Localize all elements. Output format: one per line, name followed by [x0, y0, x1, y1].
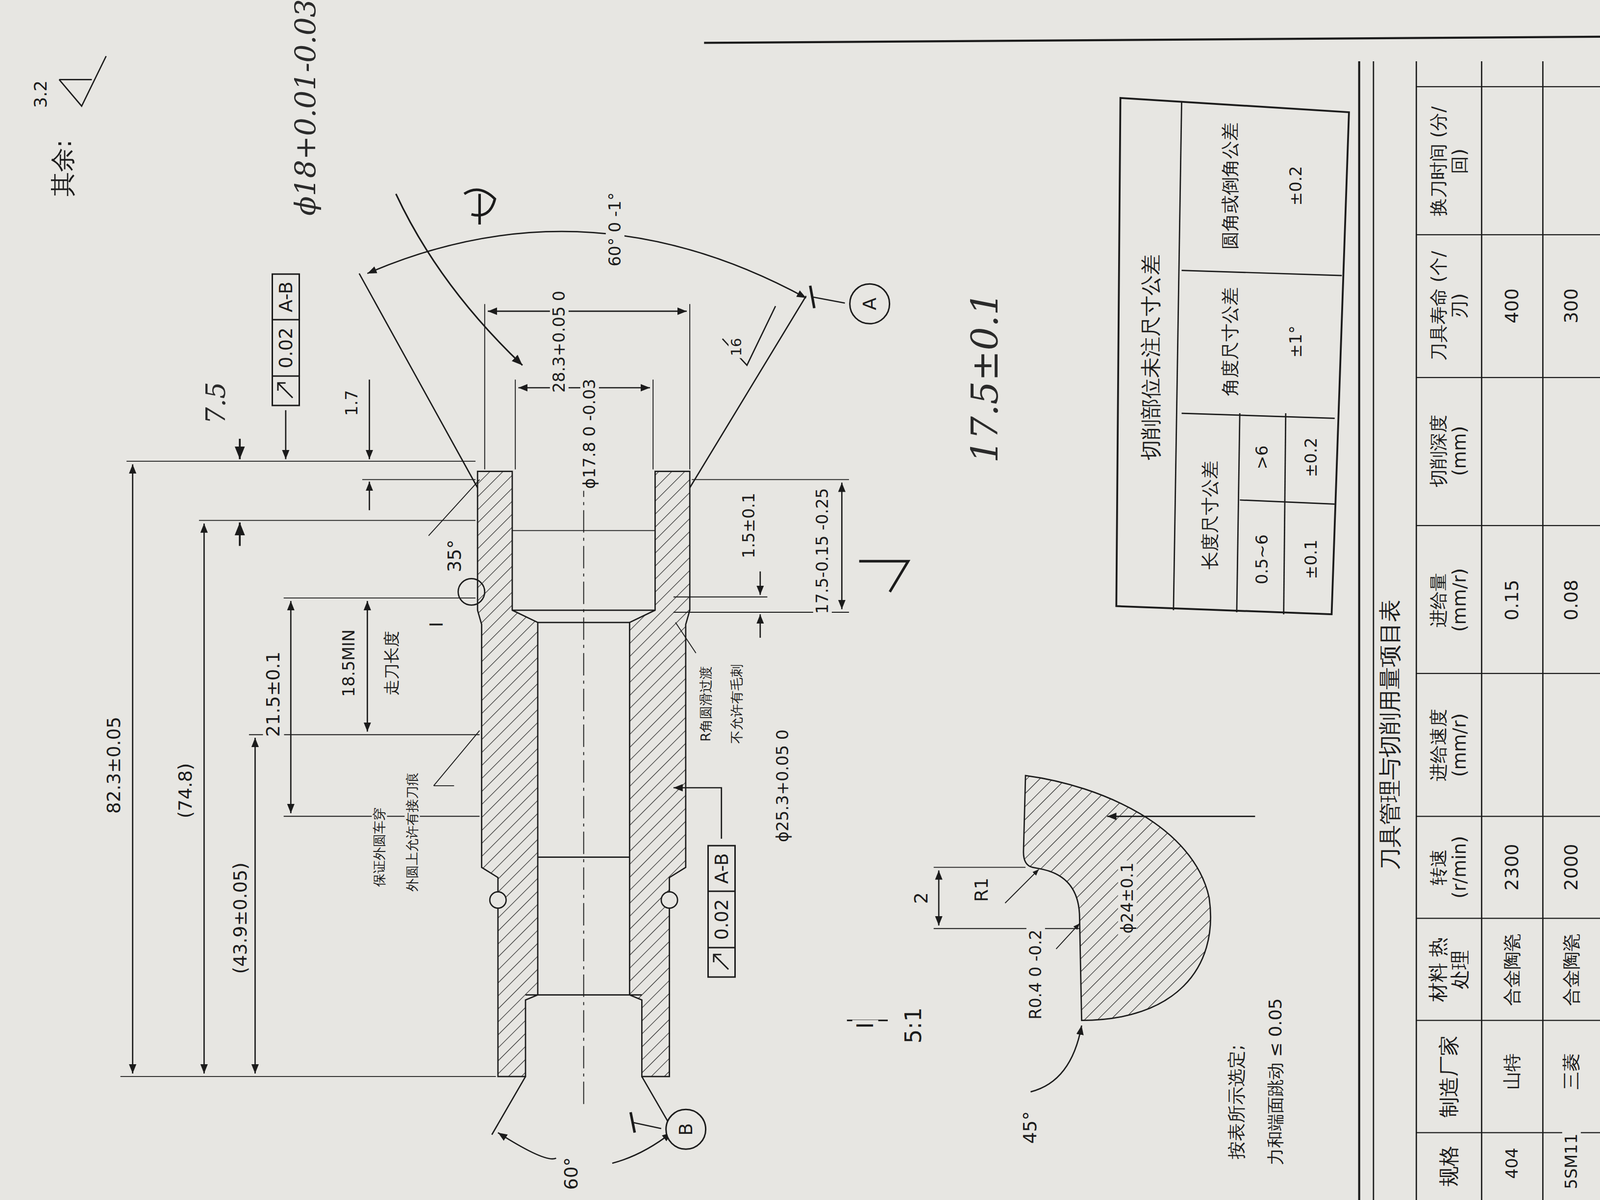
table-cell: 山特 [1501, 1051, 1523, 1092]
dimension-text: 45° [1020, 1109, 1042, 1146]
dimension-text: ϕ17.8 0 -0.03 [580, 376, 600, 491]
note-text: 外圆上允许有接刀痕 [404, 770, 420, 894]
table-cell: 合金陶瓷 [1560, 931, 1582, 1008]
table-cell: ±0.1 [1301, 537, 1321, 581]
note-text: 按表所示选定; [1225, 1042, 1248, 1162]
note-text: 其余: [49, 137, 77, 200]
table-header: 换刀时间 (分/回) [1427, 102, 1471, 220]
table-cell: 5SM11 [1562, 1131, 1581, 1191]
table-header: 圆角或倒角公差 [1220, 120, 1242, 251]
table-cell: 2000 [1560, 842, 1582, 893]
table-header: 刀具寿命 (个/刃) [1427, 248, 1471, 365]
table-cell: 合金陶瓷 [1501, 931, 1523, 1008]
table-cell: ±0.2 [1301, 435, 1321, 479]
table-header: 转速 (r/min) [1427, 824, 1471, 911]
dimension-text: 60° 0 -1° [605, 190, 625, 269]
datum-circle: B [665, 1109, 707, 1151]
dimension-text: 1.5±0.1 [739, 490, 759, 561]
detail-marker: I [852, 1020, 879, 1031]
dimension-text: 35° [444, 537, 466, 575]
table-cell: 三菱 [1560, 1051, 1582, 1092]
runout-arrow [711, 951, 732, 973]
table-cell: 0.08 [1560, 577, 1582, 623]
dimension-text: (74.8) [175, 761, 197, 821]
dimension-text: R0.4 0 -0.2 [1026, 927, 1046, 1022]
table-cell: 0.5~6 [1252, 532, 1272, 587]
table-title: 切削部位未注尺寸公差 [1139, 252, 1163, 463]
table-header: 进给量 (mm/r) [1427, 542, 1471, 659]
dimension-text: 2 [910, 890, 932, 906]
dimension-text: 1.7 [342, 388, 362, 419]
section-marker: I [425, 619, 448, 629]
runout-frame: 0.02A-B [707, 844, 736, 978]
table-cell: ±1° [1286, 323, 1306, 360]
table-cell: 300 [1560, 286, 1582, 326]
runout-symbol [273, 376, 299, 405]
table-header: 角度尺寸公差 [1220, 285, 1242, 399]
datum-circle: A [849, 283, 891, 325]
tolerance-value: 0.02 [273, 320, 299, 377]
dimension-text: 82.3±0.05 [103, 714, 125, 816]
tolerance-value: A-B [273, 275, 299, 322]
dimension-text: 21.5±0.1 [262, 649, 284, 739]
dimension-text: 28.3+0.05 0 [550, 288, 569, 395]
runout-arrow [275, 380, 296, 401]
dimension-text: 17.5-0.15 -0.25 [813, 486, 832, 617]
table-cell: 0.15 [1501, 577, 1523, 623]
dimension-text: R1 [971, 875, 993, 904]
note-text: 力和端面跳动 ≤ 0.05 [1265, 996, 1286, 1168]
tolerance-value: A-B [708, 846, 735, 893]
runout-frame: 0.02A-B [271, 273, 300, 407]
table-cell: >6 [1252, 443, 1272, 472]
runout-symbol [708, 948, 735, 976]
tolerance-value: 0.02 [708, 892, 735, 949]
dimension-text: ϕ24±0.1 [1118, 860, 1137, 936]
note-text: 走刀长度 [382, 628, 401, 698]
handwritten-note: 17.5±0.1 [963, 290, 1006, 466]
datum-letter: B [675, 1123, 697, 1137]
table-cell: 400 [1501, 286, 1523, 326]
table-header: 材料 热处理 [1426, 928, 1472, 1010]
table-header: 长度尺寸公差 [1199, 458, 1221, 572]
table-header: 进给速度 (mm/r) [1427, 686, 1471, 803]
note-text: 保证外圆车穿 [372, 805, 388, 889]
table-cell: ±0.2 [1286, 163, 1306, 208]
table-title: 刀具管理与切削用量项目表 [1376, 597, 1403, 873]
dimension-text: 60° [560, 1155, 582, 1192]
table-cell: 2300 [1501, 842, 1523, 893]
note-text: R角圆滑过渡 [698, 664, 714, 744]
handwritten-note: ϕ18+0.01-0.03 [289, 0, 323, 218]
table-cell: 404 [1502, 1145, 1522, 1181]
dimension-text: (43.9±0.05) [230, 860, 252, 976]
roughness-value: 16 [728, 335, 746, 358]
table-header: 制造厂家 [1437, 1033, 1461, 1120]
dimension-text: 18.5MIN [339, 627, 359, 700]
table-header: 切削深度 (mm) [1427, 393, 1471, 510]
table-header: 规格 [1437, 1143, 1461, 1189]
note-text: 不允许有毛刺 [728, 662, 745, 746]
datum-letter: A [858, 298, 881, 311]
scale-text: 5:1 [900, 1005, 927, 1046]
dimension-text: ϕ25.3+0.05 0 [773, 727, 792, 845]
roughness-value: 3.2 [30, 77, 51, 110]
handwritten-note: 7.5 [200, 379, 232, 426]
